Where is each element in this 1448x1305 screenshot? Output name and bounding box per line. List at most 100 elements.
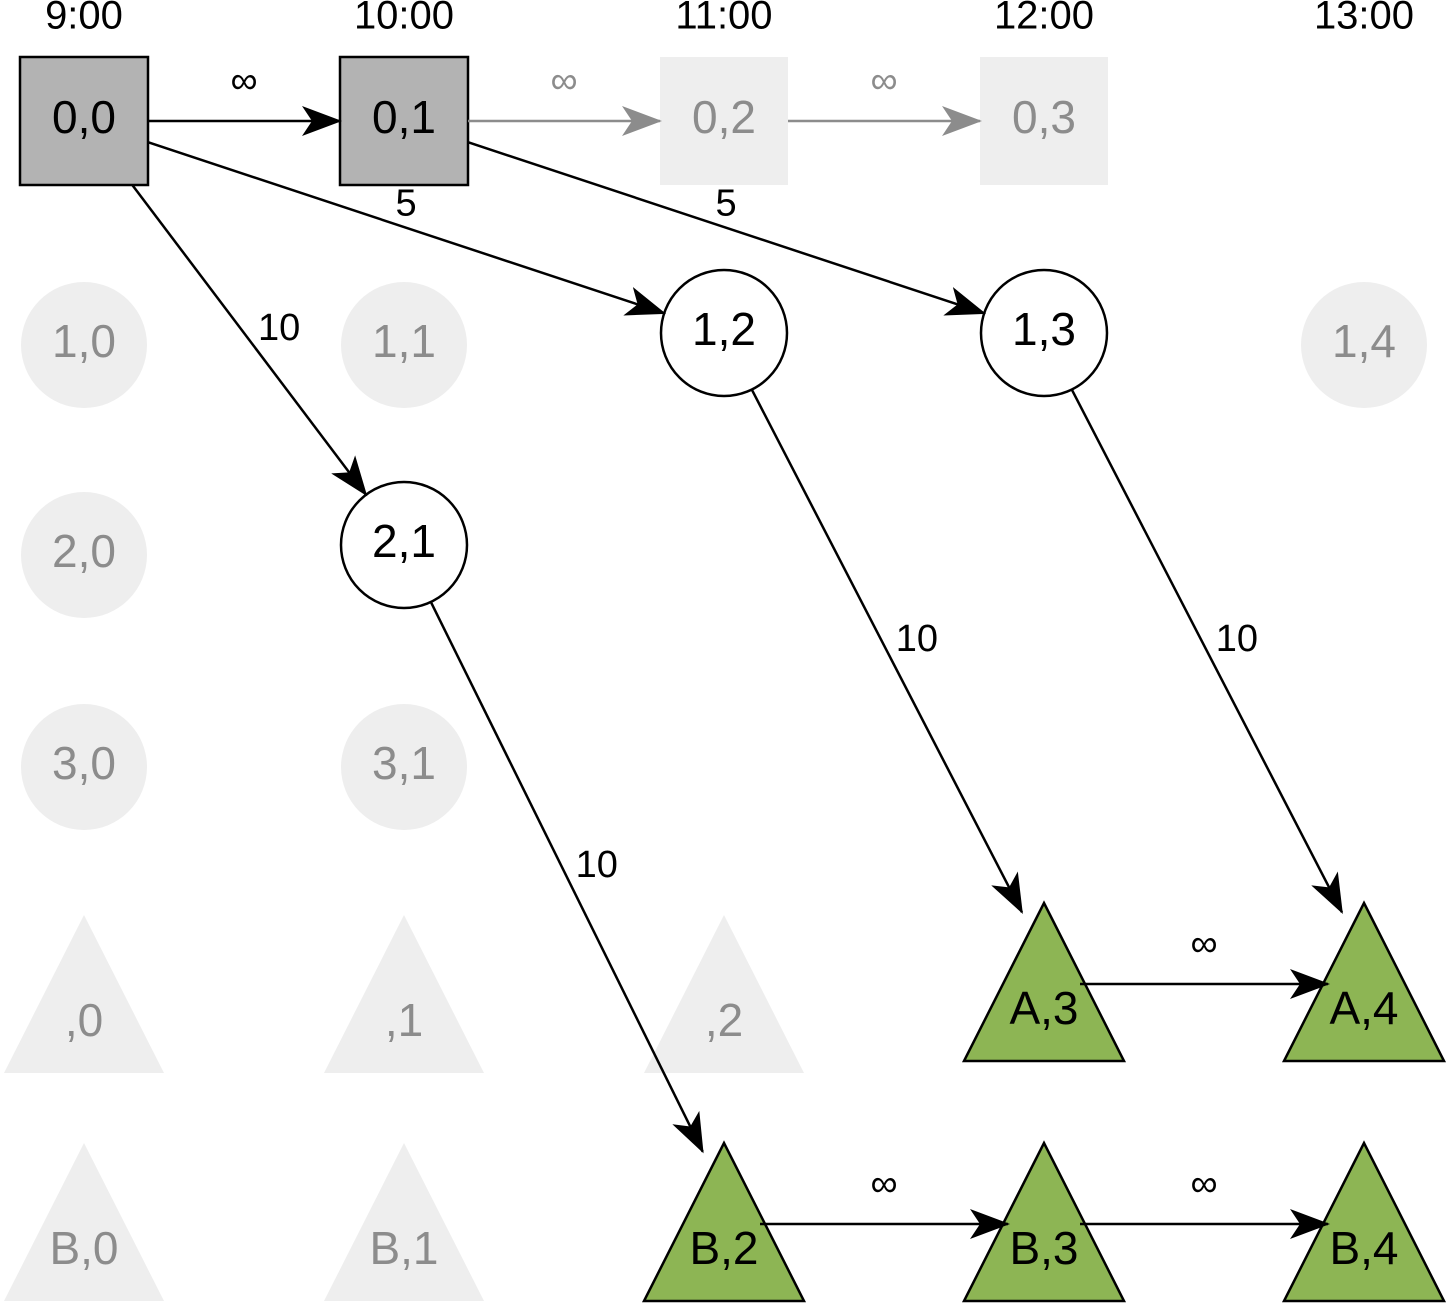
node-label: 0,1 (372, 91, 436, 143)
node-label: 1,4 (1332, 315, 1396, 367)
circle-shape (979, 268, 1109, 398)
time-label-12-00: 12:00 (994, 0, 1094, 38)
node-label: B,4 (1329, 1222, 1398, 1274)
square-shape (338, 55, 470, 187)
edge-weight-label: 10 (258, 307, 300, 349)
edge-1-2-to-a-3: 10 (750, 388, 1024, 914)
triangle-node-b-4: B,4 (1281, 1140, 1447, 1303)
node-label: 3,0 (52, 737, 116, 789)
node-label: 1,0 (52, 315, 116, 367)
edge-0-1-to-1-3: 5 (467, 141, 987, 316)
edge-weight-label: ∞ (1190, 923, 1217, 965)
triangle-node-2-inactive: ,2 (644, 915, 804, 1073)
circle-node-1-4-inactive: 1,4 (1301, 282, 1427, 408)
circle-shape (339, 480, 469, 610)
edge-b-3-to-b-4: ∞ (1080, 1163, 1330, 1239)
triangle-node-1-inactive: ,1 (324, 915, 484, 1073)
triangle-shape (324, 1143, 484, 1301)
node-label: ,1 (385, 994, 423, 1046)
edge-weight-label: 5 (396, 183, 417, 225)
edge-arrow (147, 141, 667, 316)
edge-2-1-to-b-2: 10 (429, 601, 704, 1154)
edge-0-2-to-0-3: ∞ (788, 60, 982, 136)
triangle-shape (961, 900, 1127, 1063)
edge-0-0-to-0-1: ∞ (148, 60, 342, 136)
node-label: 2,0 (52, 525, 116, 577)
node-label: B,1 (369, 1222, 438, 1274)
edge-arrow (1070, 388, 1344, 914)
triangle-shape (644, 915, 804, 1073)
node-label: B,3 (1009, 1222, 1078, 1274)
node-label: 0,0 (52, 91, 116, 143)
triangle-shape (4, 1143, 164, 1301)
square-node-0-0: 0,0 (18, 55, 150, 187)
edge-weight-label: 10 (576, 844, 618, 886)
node-label: 0,2 (692, 91, 756, 143)
node-label: 1,1 (372, 315, 436, 367)
edge-weight-label: 5 (716, 183, 737, 225)
triangle-node-a-3: A,3 (961, 900, 1127, 1063)
edge-b-2-to-b-3: ∞ (760, 1163, 1010, 1239)
triangle-node-b-2: B,2 (641, 1140, 807, 1303)
time-label-9-00: 9:00 (45, 0, 123, 38)
circle-node-1-2: 1,2 (659, 268, 789, 398)
node-label: B,0 (49, 1222, 118, 1274)
edges-layer: ∞ ∞ ∞ 5 5 10 10 10 10 ∞ ∞ ∞ (131, 60, 1344, 1239)
triangle-node-b-3: B,3 (961, 1140, 1127, 1303)
node-label: B,2 (689, 1222, 758, 1274)
triangle-shape (641, 1140, 807, 1303)
time-label-13-00: 13:00 (1314, 0, 1414, 38)
time-axis: 9:00 10:00 11:00 12:00 13:00 (45, 0, 1414, 38)
edge-arrow (429, 601, 704, 1154)
edge-weight-label: ∞ (1190, 1163, 1217, 1205)
time-label-10-00: 10:00 (354, 0, 454, 38)
nodes-layer: 0,0 0,1 0,2 0,3 1,0 1,1 1,2 1,3 1,4 2,0 2,1 3,0 3,1,… (4, 55, 1447, 1303)
circle-shape (659, 268, 789, 398)
triangle-shape (4, 915, 164, 1073)
square-node-0-2-inactive: 0,2 (660, 57, 788, 185)
circle-node-2-1: 2,1 (339, 480, 469, 610)
triangle-node-b-0-inactive: B,0 (4, 1143, 164, 1301)
node-label: 0,3 (1012, 91, 1076, 143)
edge-arrow (750, 388, 1024, 914)
triangle-node-a-4: A,4 (1281, 900, 1447, 1063)
circle-shape (1301, 282, 1427, 408)
node-label: A,4 (1329, 982, 1398, 1034)
edge-weight-label: ∞ (870, 1163, 897, 1205)
edge-arrow (467, 141, 987, 316)
edge-weight-label: ∞ (230, 60, 257, 102)
square-shape (18, 55, 150, 187)
edge-0-0-to-2-1: 10 (131, 184, 368, 497)
square-shape (980, 57, 1108, 185)
edge-weight-label: 10 (896, 618, 938, 660)
node-label: ,2 (705, 994, 743, 1046)
edge-a-3-to-a-4: ∞ (1080, 923, 1330, 999)
circle-shape (341, 704, 467, 830)
circle-node-2-0-inactive: 2,0 (21, 492, 147, 618)
node-label: 3,1 (372, 737, 436, 789)
edge-0-1-to-0-2: ∞ (468, 60, 662, 136)
circle-shape (341, 282, 467, 408)
edge-weight-label: ∞ (550, 60, 577, 102)
square-shape (660, 57, 788, 185)
circle-node-3-1-inactive: 3,1 (341, 704, 467, 830)
edge-1-3-to-a-4: 10 (1070, 388, 1344, 914)
circle-shape (21, 704, 147, 830)
edge-weight-label: ∞ (870, 60, 897, 102)
circle-shape (21, 492, 147, 618)
circle-node-3-0-inactive: 3,0 (21, 704, 147, 830)
node-label: 1,3 (1012, 303, 1076, 355)
circle-node-1-0-inactive: 1,0 (21, 282, 147, 408)
circle-node-1-3: 1,3 (979, 268, 1109, 398)
node-label: 1,2 (692, 303, 756, 355)
node-label: 2,1 (372, 515, 436, 567)
triangle-shape (324, 915, 484, 1073)
circle-shape (21, 282, 147, 408)
edge-0-0-to-1-2: 5 (147, 141, 667, 316)
node-label: A,3 (1009, 982, 1078, 1034)
time-label-11-00: 11:00 (675, 0, 772, 38)
edge-arrow (131, 184, 368, 497)
triangle-node-b-1-inactive: B,1 (324, 1143, 484, 1301)
node-label: ,0 (65, 994, 103, 1046)
square-node-0-3-inactive: 0,3 (980, 57, 1108, 185)
